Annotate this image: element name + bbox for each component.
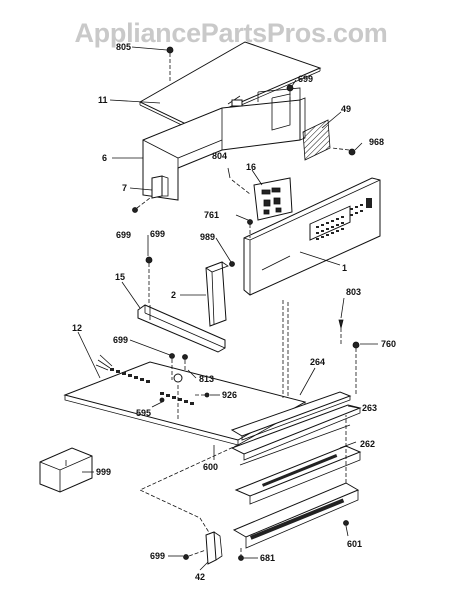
vent-grille-49: [302, 119, 331, 161]
callout-2: 2: [171, 290, 177, 300]
screw-805: [166, 46, 174, 82]
screw-761: [247, 219, 253, 238]
callout-761: 761: [204, 210, 220, 220]
screw-968: [331, 147, 356, 156]
screw-699-mid: [169, 353, 175, 380]
screw-699-frame: [132, 197, 151, 213]
callout-42: 42: [195, 572, 206, 582]
screw-699-left: [145, 256, 153, 304]
callout-699-frame: 699: [150, 229, 166, 239]
screw-699-top: [286, 84, 294, 104]
screw-601: [343, 520, 349, 526]
callout-49: 49: [341, 104, 352, 114]
callout-813: 813: [199, 374, 215, 384]
callout-926: 926: [222, 390, 238, 400]
control-panel-1: [243, 177, 381, 296]
watermark: AppliancePartsPros.com: [74, 18, 388, 48]
callout-263: 263: [362, 403, 378, 413]
clip-989: [229, 261, 235, 267]
callout-999: 999: [96, 467, 112, 477]
callout-699-mid: 699: [113, 335, 129, 345]
callout-805: 805: [116, 42, 132, 52]
trim-264: [230, 391, 352, 441]
leader-lines: [77, 46, 378, 571]
frame-rail-15: [137, 304, 226, 353]
screw-926: [195, 392, 210, 398]
bracket-7: [151, 175, 169, 199]
callout-1: 1: [342, 263, 348, 273]
callout-699-top: 699: [298, 74, 314, 84]
callout-11: 11: [98, 95, 108, 105]
end-cap-2: [205, 261, 229, 327]
callout-7: 7: [122, 183, 128, 193]
part-595: [159, 397, 165, 403]
callout-595: 595: [136, 408, 152, 418]
callout-6: 6: [102, 153, 108, 163]
callout-760: 760: [381, 339, 397, 349]
callout-16: 16: [246, 162, 257, 172]
callout-968: 968: [369, 137, 385, 147]
screw-760: [352, 341, 360, 395]
top-cover-panel: [138, 41, 322, 129]
part-box-999: [39, 447, 93, 493]
callout-803: 803: [346, 287, 362, 297]
vent-panel-262: [234, 445, 362, 505]
screw-813: [182, 354, 188, 372]
callout-262: 262: [360, 439, 376, 449]
bracket-42: [205, 531, 223, 565]
trim-263: [230, 404, 362, 466]
callout-681: 681: [260, 553, 276, 563]
callout-600: 600: [203, 462, 219, 472]
callout-264: 264: [310, 357, 326, 367]
lower-vent-panel: [232, 415, 360, 549]
callout-699-bottom: 699: [150, 551, 166, 561]
callout-12: 12: [72, 323, 83, 333]
screw-681: [238, 548, 244, 561]
screw-699-bottom: [183, 549, 207, 560]
control-board-16: [253, 177, 293, 221]
callout-989: 989: [200, 232, 216, 242]
callout-804: 804: [212, 151, 228, 161]
screw-803: [338, 319, 344, 345]
callout-699-left: 699: [116, 230, 132, 240]
callout-15: 15: [115, 272, 126, 282]
callout-601: 601: [347, 539, 363, 549]
